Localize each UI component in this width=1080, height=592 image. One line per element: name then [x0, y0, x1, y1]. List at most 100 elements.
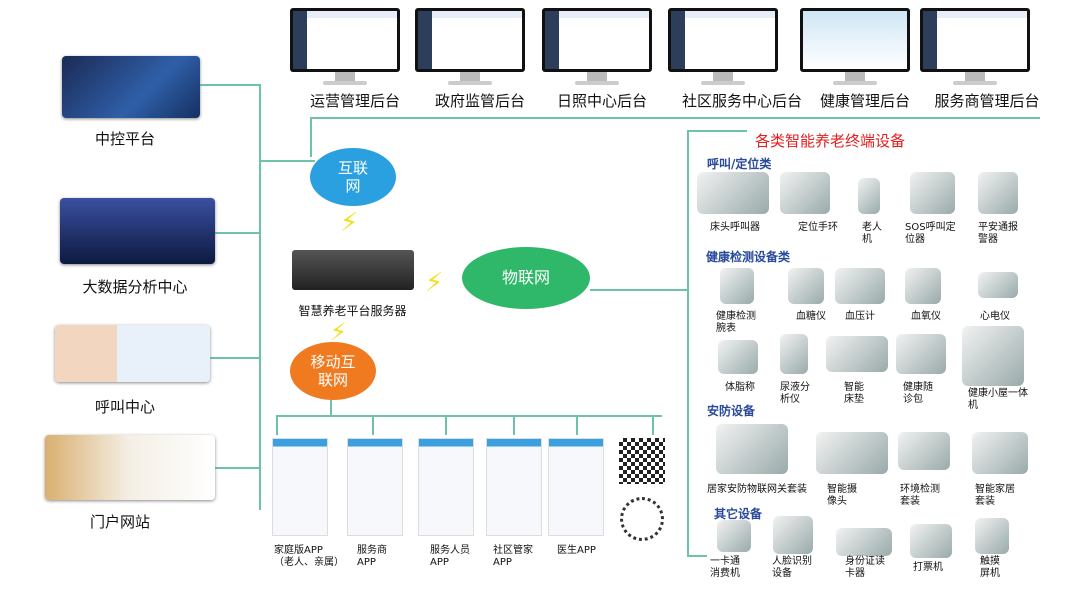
device-image: [975, 518, 1009, 554]
connector-line: [687, 130, 689, 555]
lightning-icon: ⚡: [425, 268, 444, 298]
device-label: 健康随 诊包: [903, 382, 933, 405]
app-label-staff: 服务人员 APP: [430, 545, 470, 568]
connector-line: [260, 160, 315, 162]
label-provider-backend: 服务商管理后台: [934, 92, 1040, 110]
device-image: [780, 172, 830, 214]
app-label-doctor: 医生APP: [557, 545, 596, 556]
label-daycare-backend: 日照中心后台: [556, 92, 647, 110]
server-image: [292, 250, 414, 290]
device-image: [717, 520, 751, 552]
label-operations-backend: 运营管理后台: [309, 92, 400, 110]
monitor-health: [800, 8, 910, 86]
connector-line: [310, 117, 312, 157]
connector-line: [513, 415, 515, 435]
connector-line: [445, 415, 447, 435]
portal-website-label: 门户网站: [89, 513, 150, 531]
portal-website-image: [45, 435, 215, 500]
app-label-family: 家庭版APP （老人、亲属）: [274, 545, 344, 568]
connector-line: [215, 467, 260, 469]
lightning-icon: ⚡: [330, 318, 347, 346]
device-image: [716, 424, 788, 474]
device-image: [978, 172, 1018, 214]
app-label-provider: 服务商 APP: [357, 545, 387, 568]
connector-line: [372, 415, 374, 435]
provider-app-screenshot: [347, 438, 403, 536]
doctor-app-screenshot: [548, 438, 604, 536]
monitor-community: [668, 8, 778, 86]
device-label: 居家安防物联网关套装: [707, 484, 807, 495]
device-label: SOS呼叫定 位器: [905, 222, 956, 245]
device-label: 血糖仪: [796, 311, 826, 322]
device-image: [826, 336, 888, 372]
device-image: [910, 172, 955, 214]
device-label: 体脂称: [725, 382, 755, 393]
device-label: 血氧仪: [911, 311, 941, 322]
device-label: 一卡通 消费机: [710, 556, 740, 579]
big-data-center-label: 大数据分析中心: [82, 278, 188, 296]
device-label: 智能 床垫: [844, 382, 864, 405]
section-security: 安防设备: [707, 404, 756, 418]
control-platform-label: 中控平台: [94, 130, 155, 148]
device-image: [718, 340, 758, 374]
server-label: 智慧养老平台服务器: [298, 304, 407, 318]
device-label: 健康检测 腕表: [716, 311, 756, 334]
iot-cloud: 物联网: [462, 247, 590, 309]
device-label: 环境检测 套装: [900, 484, 940, 507]
device-label: 智能家居 套装: [975, 484, 1015, 507]
devices-title: 各类智能养老终端设备: [755, 132, 906, 150]
device-image: [910, 524, 952, 558]
family-app-screenshot: [272, 438, 328, 536]
device-image: [978, 272, 1018, 298]
staff-app-screenshot: [418, 438, 474, 536]
connector-line: [687, 555, 707, 557]
device-image: [905, 268, 941, 304]
device-label: 智能摄 像头: [827, 484, 857, 507]
connector-line: [687, 130, 747, 132]
connector-line: [276, 415, 662, 417]
monitor-provider: [920, 8, 1030, 86]
device-label: 血压计: [845, 311, 875, 322]
call-center-image: [55, 325, 210, 382]
monitor-daycare: [542, 8, 652, 86]
connector-line: [652, 415, 654, 435]
call-center-label: 呼叫中心: [94, 398, 155, 416]
wechat-qr-code: [619, 438, 665, 484]
connector-line: [210, 357, 260, 359]
label-health-backend: 健康管理后台: [819, 92, 910, 110]
device-image: [835, 268, 885, 304]
device-label: 平安通报 警器: [978, 222, 1018, 245]
monitor-operations: [290, 8, 400, 86]
device-label: 定位手环: [798, 222, 838, 233]
connector-line: [276, 415, 278, 435]
connector-line: [330, 400, 332, 416]
device-image: [962, 326, 1024, 386]
device-image: [972, 432, 1028, 474]
device-image: [720, 268, 754, 304]
internet-cloud: 互联 网: [310, 148, 396, 206]
big-data-center-image: [60, 198, 215, 264]
connector-line: [576, 415, 578, 435]
section-other: 其它设备: [714, 507, 763, 521]
device-label: 床头呼叫器: [710, 222, 760, 233]
mobile-internet-cloud: 移动互 联网: [290, 342, 376, 400]
control-platform-image: [62, 56, 200, 118]
lightning-icon: ⚡: [340, 208, 359, 238]
community-app-screenshot: [486, 438, 542, 536]
connector-line: [590, 289, 688, 291]
label-government-backend: 政府监管后台: [434, 92, 525, 110]
device-image: [788, 268, 824, 304]
device-label: 心电仪: [980, 311, 1010, 322]
app-label-community: 社区管家 APP: [493, 545, 533, 568]
device-label: 健康小屋一体 机: [968, 388, 1028, 411]
device-image: [697, 172, 769, 214]
connector-line: [215, 232, 260, 234]
device-image: [773, 516, 813, 554]
device-label: 人脸识别 设备: [772, 556, 812, 579]
device-label: 身份证读 卡器: [845, 556, 885, 579]
connector-line: [259, 84, 261, 510]
device-image: [896, 334, 946, 374]
section-call-location: 呼叫/定位类: [707, 157, 772, 171]
label-community-backend: 社区服务中心后台: [681, 92, 802, 110]
device-image: [858, 178, 880, 214]
